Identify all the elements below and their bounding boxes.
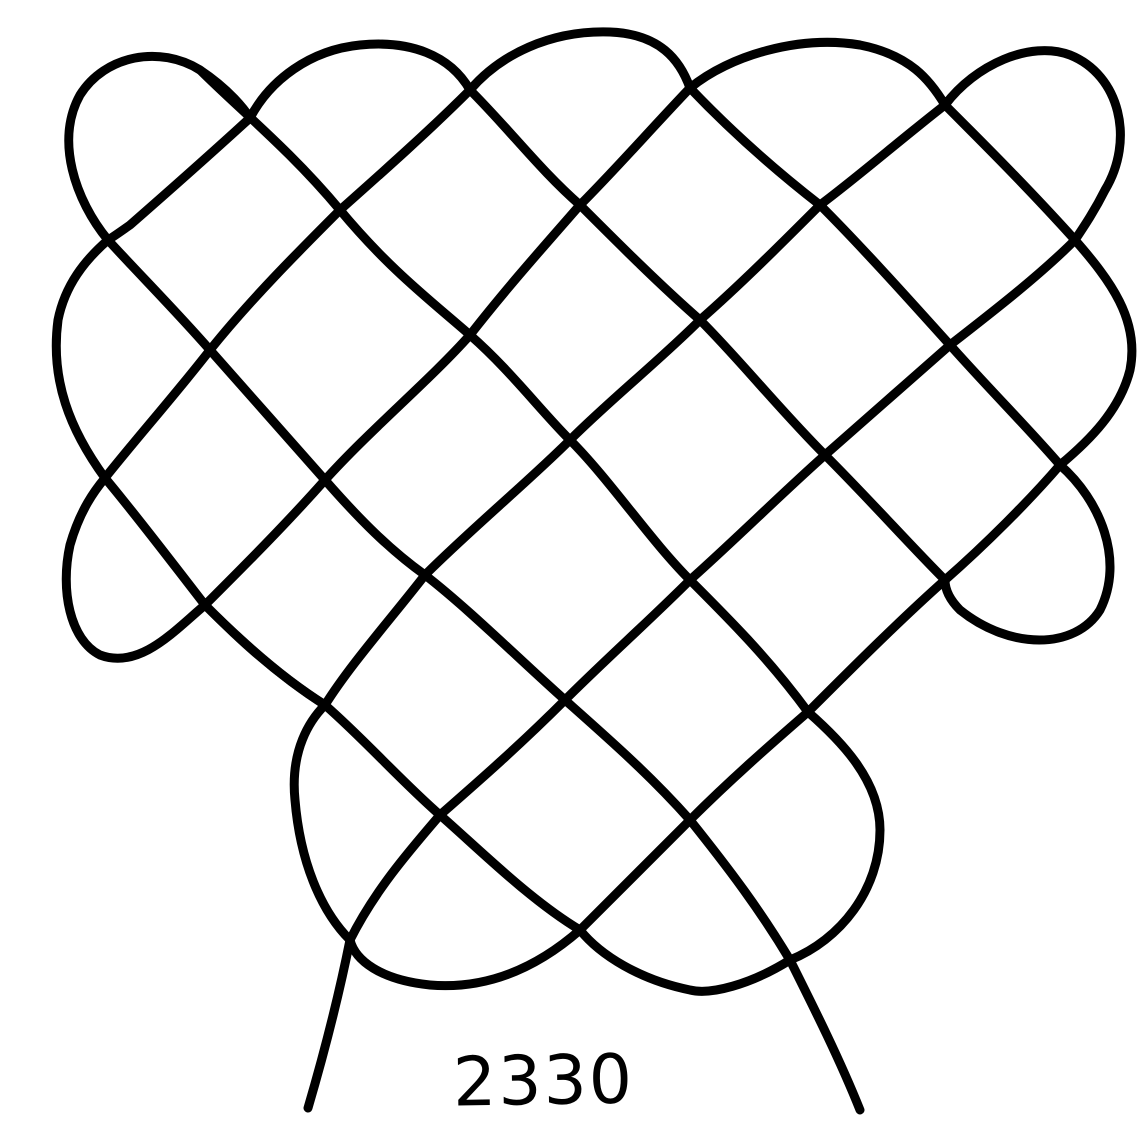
anti-diagonal-strand-4 <box>325 105 945 705</box>
knot-strands <box>56 32 1132 1110</box>
anti-diagonal-strand-3 <box>205 88 690 605</box>
diagonal-strand-6 <box>105 478 580 930</box>
outer-boundary-strand <box>56 32 1132 991</box>
anti-diagonal-strand-1 <box>108 118 250 240</box>
diagonal-strand-4 <box>945 105 1075 240</box>
diagonal-strand-1 <box>200 70 808 712</box>
anti-diagonal-strand-6 <box>945 465 1060 580</box>
